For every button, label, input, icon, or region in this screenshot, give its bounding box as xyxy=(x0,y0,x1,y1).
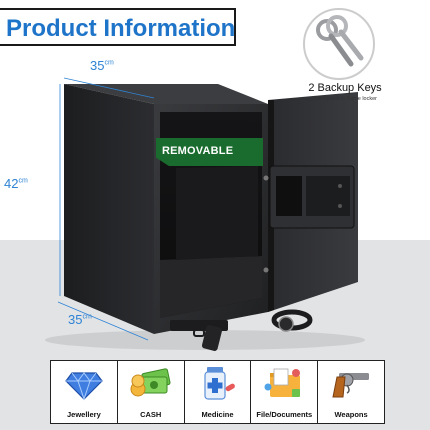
removable-label-text: REMOVABLE xyxy=(162,145,234,157)
category-label: Medicine xyxy=(201,410,234,419)
dimension-height: 42cm xyxy=(4,176,28,191)
dimension-top-width: 35cm xyxy=(90,58,114,73)
category-medicine: Medicine xyxy=(185,361,252,423)
watch-illustration xyxy=(271,309,313,332)
dimension-depth: 35cm xyxy=(68,312,92,327)
category-label: Weapons xyxy=(334,410,368,419)
documents-icon xyxy=(264,368,301,397)
pistol-illustration xyxy=(170,320,228,351)
category-label: Jewellery xyxy=(67,410,101,419)
keys-badge xyxy=(303,8,375,80)
title-banner: Product Information xyxy=(0,8,236,46)
category-cash: CASH xyxy=(118,361,185,423)
page-title: Product Information xyxy=(6,15,236,42)
cash-icon xyxy=(130,368,171,397)
keys-icon xyxy=(316,15,364,67)
category-weapons: Weapons xyxy=(318,361,384,423)
category-label: CASH xyxy=(140,410,162,419)
revolver-icon xyxy=(332,373,370,398)
keys-caption: 2 Backup Keys xyxy=(308,82,382,94)
category-jewellery: Jewellery xyxy=(51,361,118,423)
medicine-icon xyxy=(204,367,236,400)
category-documents: File/Documents xyxy=(251,361,319,423)
removable-shelf-label: REMOVABLE xyxy=(156,138,263,166)
diamond-icon xyxy=(65,372,103,401)
storage-categories: Jewellery CASH Medicine File xyxy=(50,360,385,424)
category-label: File/Documents xyxy=(256,410,313,419)
keys-note: Don't put it in Same locker xyxy=(312,96,378,102)
